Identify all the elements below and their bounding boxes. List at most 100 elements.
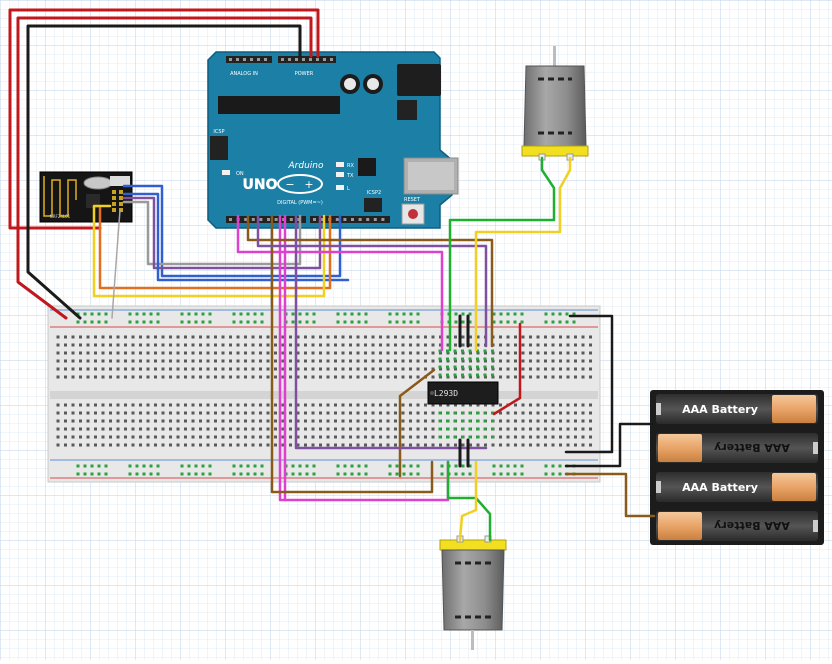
breadboard-hole — [499, 427, 502, 431]
breadboard-hole — [514, 359, 517, 363]
rail-hole — [388, 472, 392, 476]
header-pin — [236, 58, 239, 61]
breadboard-hole — [581, 343, 585, 347]
breadboard-hole — [79, 427, 82, 431]
breadboard-hole — [454, 359, 457, 363]
breadboard-hole — [304, 367, 307, 371]
rail-hole — [83, 464, 87, 468]
breadboard-hole — [416, 419, 420, 423]
breadboard-hole — [274, 427, 277, 431]
breadboard-hole — [94, 343, 97, 347]
breadboard-hole — [176, 435, 180, 439]
breadboard-hole — [394, 375, 397, 379]
breadboard-hole — [304, 443, 307, 447]
rail-hole — [156, 472, 160, 476]
label-icsp: ICSP — [213, 129, 224, 135]
breadboard-hole — [116, 351, 120, 355]
breadboard-hole — [266, 335, 270, 339]
breadboard-hole-active — [461, 411, 464, 415]
rail-hole — [312, 312, 316, 316]
rf-pin — [119, 190, 123, 194]
breadboard-hole — [311, 419, 315, 423]
breadboard-hole — [176, 359, 180, 363]
breadboard-hole — [244, 343, 247, 347]
breadboard-hole — [401, 359, 405, 363]
breadboard-hole — [514, 367, 517, 371]
breadboard-hole — [521, 359, 525, 363]
breadboard-hole — [461, 359, 465, 363]
battery-cell-label: AAA Battery — [682, 403, 758, 416]
breadboard-hole — [446, 367, 450, 371]
breadboard-hole — [326, 351, 330, 355]
breadboard-hole — [319, 443, 322, 447]
breadboard-hole — [206, 351, 210, 355]
breadboard-hole — [94, 335, 97, 339]
breadboard-hole — [244, 435, 247, 439]
breadboard-hole — [191, 359, 195, 363]
breadboard-hole — [79, 367, 82, 371]
label-icsp2: ICSP2 — [367, 190, 381, 196]
rail-hole — [454, 320, 458, 324]
breadboard-hole — [506, 367, 510, 371]
breadboard-hole-active — [483, 435, 487, 439]
breadboard-hole — [289, 343, 292, 347]
breadboard-hole — [146, 403, 150, 407]
battery-cell-label: AAA Battery — [714, 441, 790, 454]
breadboard-hole — [566, 419, 570, 423]
breadboard-hole — [191, 403, 195, 407]
rail-hole — [343, 320, 347, 324]
breadboard-hole — [356, 443, 360, 447]
breadboard-hole — [506, 443, 510, 447]
breadboard-hole — [574, 375, 577, 379]
rail-hole — [156, 312, 160, 316]
breadboard-hole — [499, 343, 502, 347]
breadboard-hole — [506, 335, 510, 339]
breadboard-hole — [416, 375, 420, 379]
breadboard-hole — [94, 375, 97, 379]
breadboard-hole — [499, 335, 502, 339]
rail-hole — [572, 320, 576, 324]
breadboard-hole-active — [468, 427, 472, 431]
breadboard-hole — [191, 375, 195, 379]
rail-hole — [246, 312, 250, 316]
rail-hole — [201, 464, 205, 468]
breadboard-hole — [484, 351, 487, 355]
breadboard-hole — [521, 343, 525, 347]
breadboard-hole — [289, 443, 292, 447]
breadboard-hole — [401, 351, 405, 355]
rail-hole — [298, 320, 302, 324]
rail-hole — [104, 472, 108, 476]
rail-hole — [506, 320, 510, 324]
breadboard-hole — [56, 359, 60, 363]
breadboard-hole — [424, 443, 427, 447]
breadboard-hole — [386, 427, 390, 431]
breadboard-hole — [139, 435, 142, 439]
breadboard-hole — [184, 419, 187, 423]
breadboard-hole — [581, 375, 585, 379]
led-l — [336, 185, 344, 190]
rail-hole — [246, 472, 250, 476]
breadboard-hole — [131, 359, 135, 363]
header-pin — [289, 218, 293, 221]
breadboard-hole-active — [438, 411, 442, 415]
breadboard-hole — [109, 335, 112, 339]
rail-hole — [305, 312, 309, 316]
breadboard-hole — [214, 435, 217, 439]
rail-hole — [461, 320, 465, 324]
rail-hole — [194, 320, 198, 324]
breadboard-hole — [56, 427, 60, 431]
breadboard-hole — [559, 343, 562, 347]
breadboard-hole — [431, 359, 435, 363]
rail-hole — [402, 320, 406, 324]
wire-brown-2 — [270, 214, 434, 494]
breadboard-hole — [184, 375, 187, 379]
breadboard-hole — [439, 403, 442, 407]
breadboard-hole — [199, 443, 202, 447]
breadboard-hole — [454, 443, 457, 447]
breadboard-hole-active — [446, 411, 449, 415]
breadboard-hole — [401, 419, 405, 423]
breadboard-hole — [514, 443, 517, 447]
breadboard-hole — [326, 359, 330, 363]
breadboard-hole — [334, 443, 337, 447]
